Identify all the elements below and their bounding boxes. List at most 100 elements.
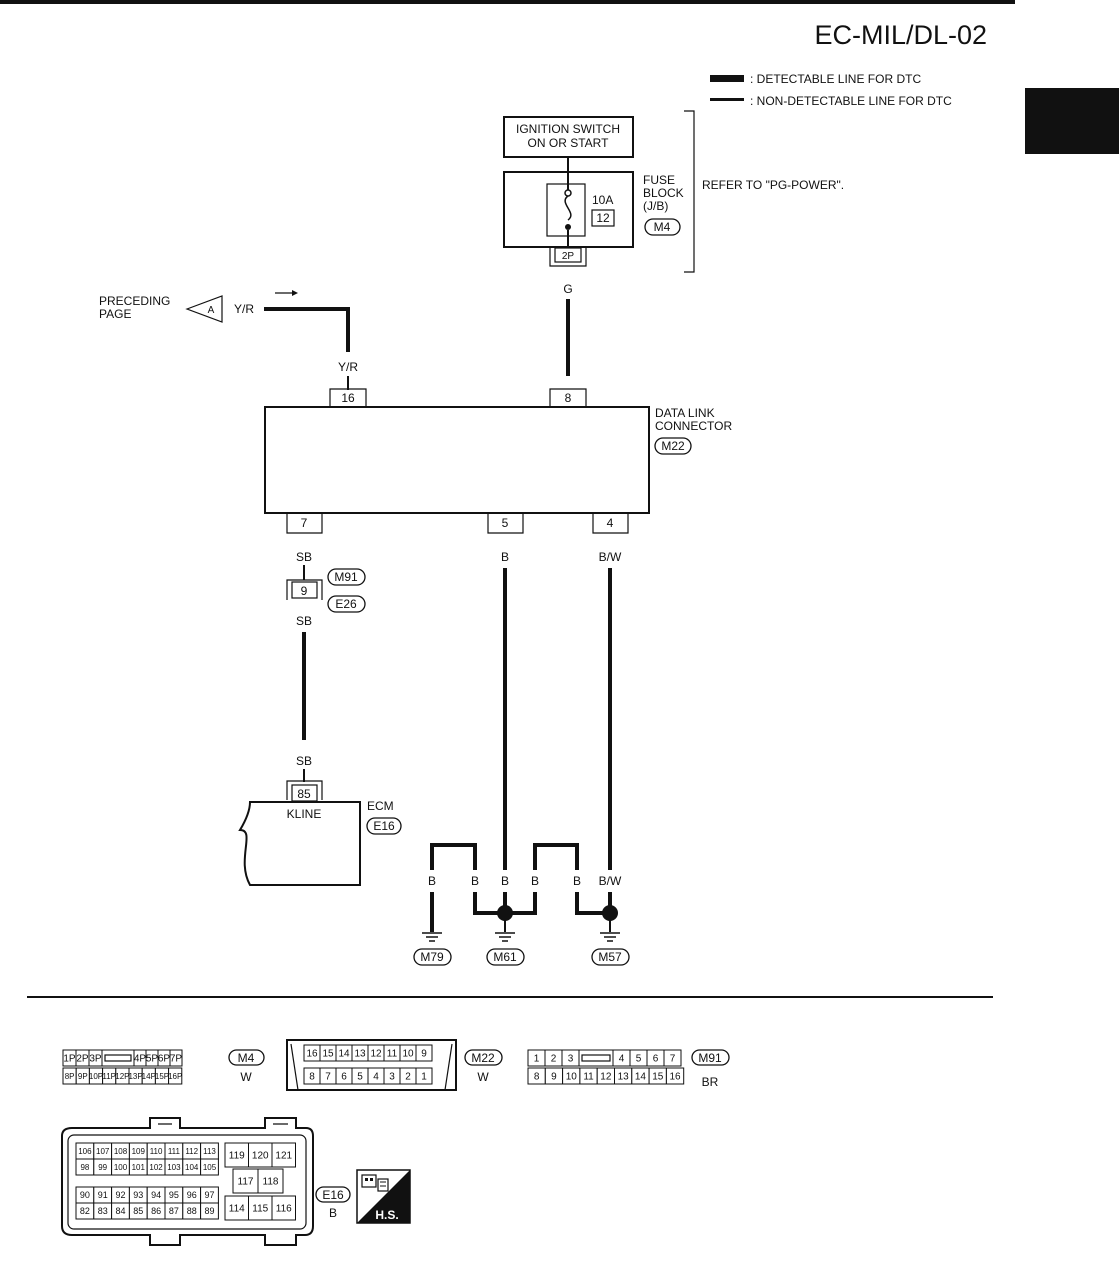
ignition-switch-line2: ON OR START [528, 136, 610, 150]
connector-pin: 9 [551, 1072, 557, 1083]
ground-m79-icon [422, 932, 442, 942]
joint-conn-a: M91 [334, 570, 358, 584]
connector-pin: 8 [534, 1072, 540, 1083]
connector-pin: 5 [636, 1054, 642, 1065]
m4-color: W [240, 1070, 252, 1084]
e16-color: B [329, 1206, 337, 1220]
power-bracket [684, 110, 695, 273]
connector-pin: 12 [600, 1072, 612, 1083]
wire-b-label: B [501, 550, 509, 564]
wire-sb-mid-label: SB [296, 614, 312, 628]
preceding-page-flag: A [208, 305, 215, 316]
connector-pin: 16 [306, 1049, 318, 1060]
connector-pin: 1 [534, 1054, 540, 1065]
wire-g-label: G [563, 282, 572, 296]
joint-conn-a-pill [327, 568, 366, 586]
connector-pin: 101 [132, 1163, 146, 1172]
preceding-page-wire-color: Y/R [234, 302, 254, 316]
fuse-block-line1: FUSE [643, 173, 675, 187]
legend-non-detectable-text: : NON-DETECTABLE LINE FOR DTC [750, 94, 952, 108]
connector-pin: 94 [151, 1190, 161, 1200]
wire-sb-bottom-label: SB [296, 754, 312, 768]
m22-id-pill [464, 1049, 503, 1066]
wire-bw-label: B/W [599, 550, 622, 564]
dlc-pin-bottom-right: 4 [607, 516, 614, 530]
joint-conn-b: E26 [335, 597, 357, 611]
dlc-pin-bottom-mid: 5 [502, 516, 509, 530]
connector-pin: 7 [325, 1072, 331, 1083]
section-tab [1025, 88, 1119, 154]
joint-conn-b-pill [327, 595, 366, 613]
connector-pin: 87 [169, 1206, 179, 1216]
connector-pin: 7 [670, 1054, 676, 1065]
ecm-label: ECM [367, 799, 394, 813]
connector-pin: 3 [389, 1072, 395, 1083]
connector-pin: 12P [115, 1072, 129, 1081]
connector-pin: 108 [114, 1147, 128, 1156]
ground-m57: M57 [598, 950, 622, 964]
wire-yr-label: Y/R [338, 360, 358, 374]
connector-pin: 16 [669, 1072, 681, 1083]
m4-id-pill [228, 1049, 265, 1066]
connector-pin: 14 [338, 1049, 350, 1060]
connector-pin: 103 [167, 1163, 181, 1172]
terminal-view-icon [361, 1174, 389, 1192]
ground-m57-pill [591, 948, 630, 966]
legend-detectable-text: : DETECTABLE LINE FOR DTC [750, 72, 921, 86]
dlc-pin-top-right: 8 [565, 391, 572, 405]
fuse-block-line3: (J/B) [643, 199, 668, 213]
connector-pin: 92 [115, 1190, 125, 1200]
connector-pin: 5 [357, 1072, 363, 1083]
ecm-connector: E16 [373, 819, 395, 833]
m22-id: M22 [471, 1051, 495, 1065]
connector-pin: 13P [128, 1072, 142, 1081]
fuse-block-line2: BLOCK [643, 186, 684, 200]
connector-pin: 3 [568, 1054, 574, 1065]
connector-pin: 95 [169, 1190, 179, 1200]
connector-pin: 15 [652, 1072, 664, 1083]
connector-pin: 119 [229, 1151, 245, 1162]
connector-pin: 15P [155, 1072, 169, 1081]
connector-pin: 93 [133, 1190, 143, 1200]
connector-pin: 113 [203, 1147, 216, 1156]
connector-pin: 6 [341, 1072, 347, 1083]
connector-pin: 13 [618, 1072, 630, 1083]
connector-pin: 8P [65, 1072, 75, 1081]
connector-pin: 7P [170, 1054, 183, 1065]
m91-id-pill [691, 1049, 730, 1066]
ground-wire-label-3: B [501, 874, 509, 888]
connector-pin: 8 [309, 1072, 315, 1083]
fuse-block-connector: M4 [654, 220, 671, 234]
ground-m79: M79 [420, 950, 444, 964]
dlc-pin-bottom-left: 7 [301, 516, 308, 530]
connector-pin: 118 [263, 1177, 279, 1188]
ground-m57-icon [600, 932, 620, 942]
connector-pin: 11 [387, 1049, 398, 1060]
ecm-body [238, 801, 361, 886]
power-reference: REFER TO "PG-POWER". [702, 178, 844, 192]
dlc-connector: M22 [661, 439, 685, 453]
connector-pin: 99 [98, 1163, 107, 1172]
hs-badge-text: H.S. [375, 1208, 398, 1222]
ground-wire-label-6: B/W [599, 874, 622, 888]
m22-color: W [477, 1070, 489, 1084]
ecm-pin-label: KLINE [287, 807, 322, 821]
connector-pin: 88 [187, 1206, 197, 1216]
connector-pin: 4 [619, 1054, 625, 1065]
connector-pin: 82 [80, 1206, 90, 1216]
joint-connector-pin: 9 [301, 584, 308, 598]
connector-pin: 11 [583, 1072, 594, 1083]
ignition-switch-line1: IGNITION SWITCH [516, 122, 620, 136]
connector-pin: 86 [151, 1206, 161, 1216]
data-link-connector [264, 406, 650, 514]
fuse-symbol-icon [564, 195, 572, 221]
connector-pin: 121 [275, 1151, 292, 1162]
fuse-terminal: 2P [562, 251, 575, 262]
connector-pin: 12 [370, 1049, 382, 1060]
connector-pin: 4P [134, 1054, 147, 1065]
connector-pin: 10 [402, 1049, 414, 1060]
